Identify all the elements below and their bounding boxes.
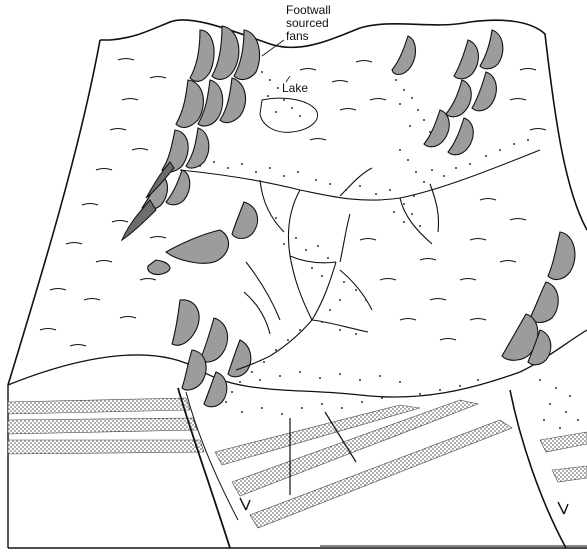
left-block-edge bbox=[8, 40, 100, 385]
fans-label-line3: fans bbox=[286, 29, 309, 43]
drainage-network bbox=[180, 150, 540, 370]
fans-label-line1: Footwall bbox=[286, 3, 331, 17]
lake-outline bbox=[260, 98, 318, 132]
hangingwall-boundary bbox=[8, 330, 587, 397]
cross-section-front-face bbox=[8, 385, 587, 548]
fans-label-line2: sourced bbox=[286, 16, 329, 30]
footwall-fans-upper-right bbox=[392, 30, 503, 155]
alluvial-stipple bbox=[199, 71, 579, 429]
footwall-fans-central bbox=[148, 202, 258, 407]
lake-label: Lake bbox=[282, 81, 308, 95]
